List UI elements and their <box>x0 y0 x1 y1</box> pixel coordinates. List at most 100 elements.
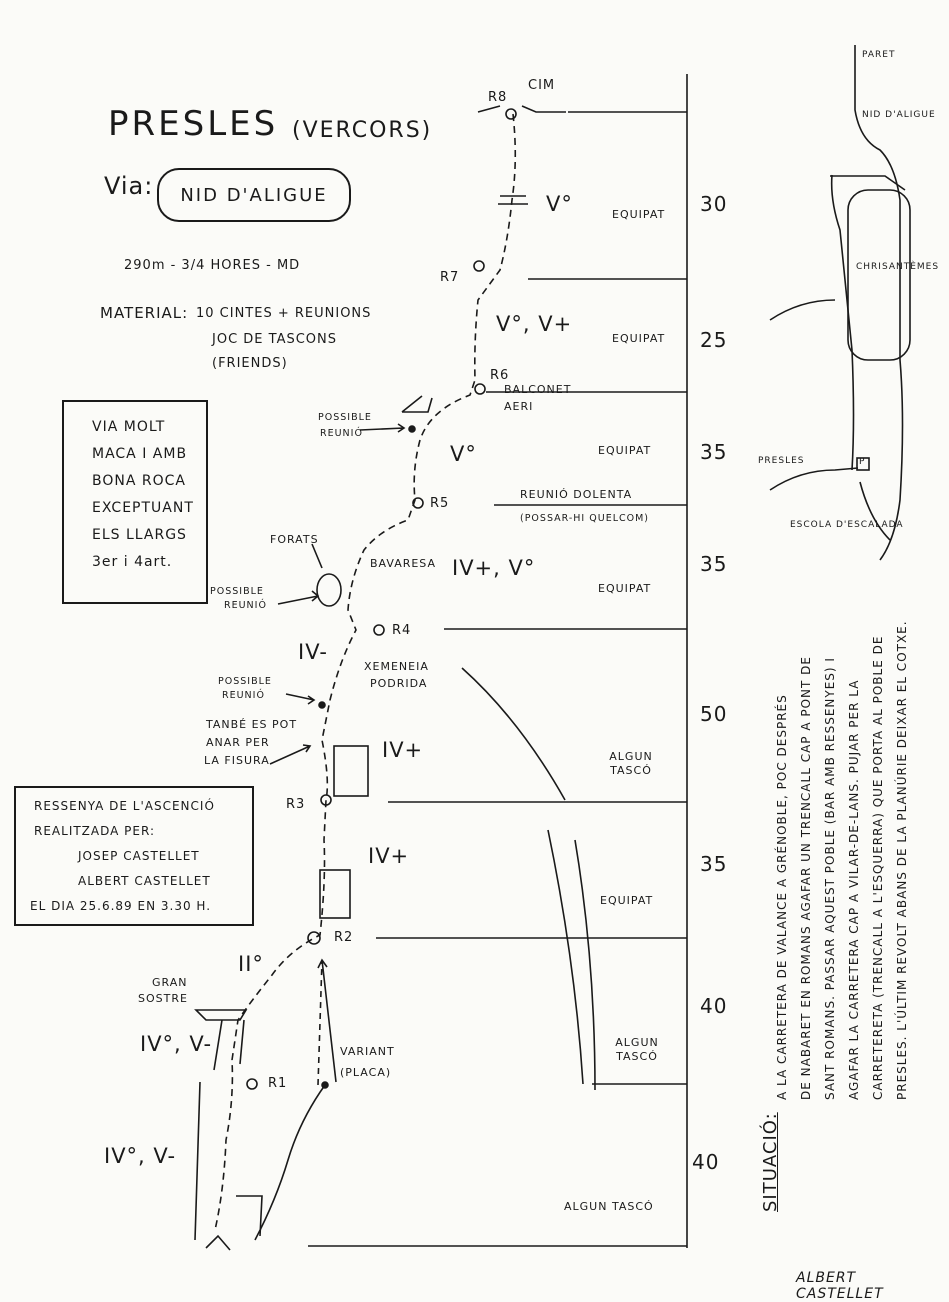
pitch-grade: IV+ <box>382 738 424 762</box>
pitch-grade: V° <box>450 442 477 466</box>
note-line: VIA MOLT <box>92 419 166 435</box>
possible-reunio-label: POSSIBLE <box>318 412 372 423</box>
route-stats: 290m - 3/4 HORES - MD <box>124 258 301 273</box>
pitch-info: ALGUN TASCÓ <box>615 1036 659 1063</box>
station-label: R4 <box>392 623 412 638</box>
pitch-info: EQUIPAT <box>612 332 666 345</box>
bavaresa-label: BAVARESA <box>370 557 437 570</box>
note-line: RESSENYA DE L'ASCENCIÓ <box>34 799 215 813</box>
pitch-grade: V°, V+ <box>496 312 573 336</box>
pitch-length: 40 <box>692 1150 720 1174</box>
chimney-block <box>319 869 351 919</box>
rock-curve <box>574 839 596 1091</box>
arrow <box>285 693 316 705</box>
balconet-label: BALCONET <box>504 383 572 396</box>
note-line: EL DIA 25.6.89 EN 3.30 H. <box>30 899 212 913</box>
arrow <box>269 744 312 765</box>
gran-sostre-label: GRAN <box>152 976 188 989</box>
situacio-line: AGAFAR LA CARRETERA CAP A VILAR-DE-LANS.… <box>847 679 861 1100</box>
arrow <box>311 543 323 569</box>
material-line: (FRIENDS) <box>212 356 288 371</box>
arrow <box>359 423 406 433</box>
pitch-length: 30 <box>700 192 728 216</box>
situacio-line: PRESLES. L'ÚLTIM REVOLT ABANS DE LA PLAN… <box>895 620 909 1100</box>
possible-reunio-label: POSSIBLE <box>218 676 272 687</box>
map-presles: PRESLES <box>758 456 805 466</box>
pitch-info: EQUIPAT <box>612 208 666 221</box>
map-road <box>854 45 904 561</box>
map-escola: ESCOLA D'ESCALADA <box>790 520 904 530</box>
pitch-length: 35 <box>700 552 728 576</box>
summit-label: CIM <box>528 78 556 93</box>
arrow <box>317 958 337 1083</box>
station-r8 <box>505 108 517 120</box>
note-line: EXCEPTUANT <box>92 500 194 516</box>
tambe-label: TANBÉ ES POT <box>206 718 298 731</box>
overhang <box>498 195 528 205</box>
route-name: NID D'ALIGUE <box>180 184 328 206</box>
pitch-length: 40 <box>700 994 728 1018</box>
station-r1 <box>246 1078 258 1090</box>
map-road <box>830 174 855 471</box>
pitch-grade: IV+ <box>368 844 410 868</box>
variant-label: VARIANT <box>340 1045 395 1058</box>
route-quality-note: VIA MOLT MACA I AMB BONA ROCA EXCEPTUANT… <box>62 400 208 604</box>
rock-curve <box>461 667 566 801</box>
possible-reunio-label: REUNIÓ <box>224 600 267 611</box>
balconet-label: AERI <box>504 400 534 413</box>
situacio-label: SITUACIÓ: <box>760 1112 781 1212</box>
route-variant <box>317 959 323 1086</box>
pitch-length: 50 <box>700 702 728 726</box>
gran-sostre-label: SOSTRE <box>138 992 188 1005</box>
map-road <box>859 481 891 541</box>
tambe-label: LA FISURA <box>204 754 270 767</box>
station-label: R3 <box>286 797 306 812</box>
map-parking-icon: P <box>859 457 866 467</box>
material-line: 10 CINTES + REUNIONS <box>196 306 372 321</box>
pitch-info: ALGUN TASCÓ <box>564 1200 654 1213</box>
possible-hole <box>316 573 342 607</box>
material-line: JOC DE TASCONS <box>212 332 337 347</box>
balconet-shape <box>401 395 433 413</box>
route-line <box>214 113 517 1231</box>
map-chrysantemes: CHRISANTÈMES <box>856 262 940 272</box>
rock-feature <box>194 1081 231 1251</box>
note-line: BONA ROCA <box>92 473 186 489</box>
situacio-line: CARRETERETA (TRENCALL A L'ESQUERRA) QUE … <box>871 635 885 1100</box>
route-name-badge: NID D'ALIGUE <box>157 168 351 222</box>
map-nid: NID D'ALIGUE <box>862 110 936 120</box>
map-road <box>769 467 859 491</box>
map-paret: PARET <box>862 50 896 60</box>
pitch-grade: IV°, V- <box>140 1032 213 1056</box>
pitch-info: ALGUN TASCÓ <box>609 750 653 777</box>
chimney-block <box>333 745 369 797</box>
variant-arrow <box>254 1084 326 1241</box>
station-r5 <box>412 497 424 509</box>
station-r6 <box>474 383 486 395</box>
pitch-grade: IV+, V° <box>452 556 536 580</box>
page-title: PRESLES <box>108 104 279 144</box>
summit-ridge <box>477 105 566 113</box>
arrow <box>277 590 320 605</box>
map-cliff <box>847 189 911 361</box>
station-label: R5 <box>430 496 450 511</box>
station-label: R2 <box>334 930 354 945</box>
forats-label: FORATS <box>270 533 319 546</box>
pitch-grade: V° <box>546 192 573 216</box>
reunio-dolenta-note: (POSSAR-HI QUELCOM) <box>520 513 649 524</box>
ascent-record-note: RESSENYA DE L'ASCENCIÓ REALITZADA PER: J… <box>14 786 254 926</box>
variant-label: (PLACA) <box>340 1066 392 1079</box>
tambe-label: ANAR PER <box>206 736 270 749</box>
map-road <box>830 175 906 191</box>
material-label: MATERIAL: <box>100 304 189 322</box>
situacio-line: DE NABARET EN ROMANS AGAFAR UN TRENCALL … <box>799 656 813 1100</box>
possible-reunio-label: REUNIÓ <box>222 690 265 701</box>
rock-feature <box>213 1019 245 1071</box>
pitch-info: EQUIPAT <box>598 582 652 595</box>
note-line: 3er i 4art. <box>92 554 173 570</box>
situacio-line: A LA CARRETERA DE VALANCE A GRÉNOBLE, PO… <box>775 694 789 1100</box>
rock-feature <box>236 1195 263 1237</box>
possible-reunio-label: REUNIÓ <box>320 428 363 439</box>
reunio-dolenta: REUNIÓ DOLENTA <box>520 488 633 501</box>
